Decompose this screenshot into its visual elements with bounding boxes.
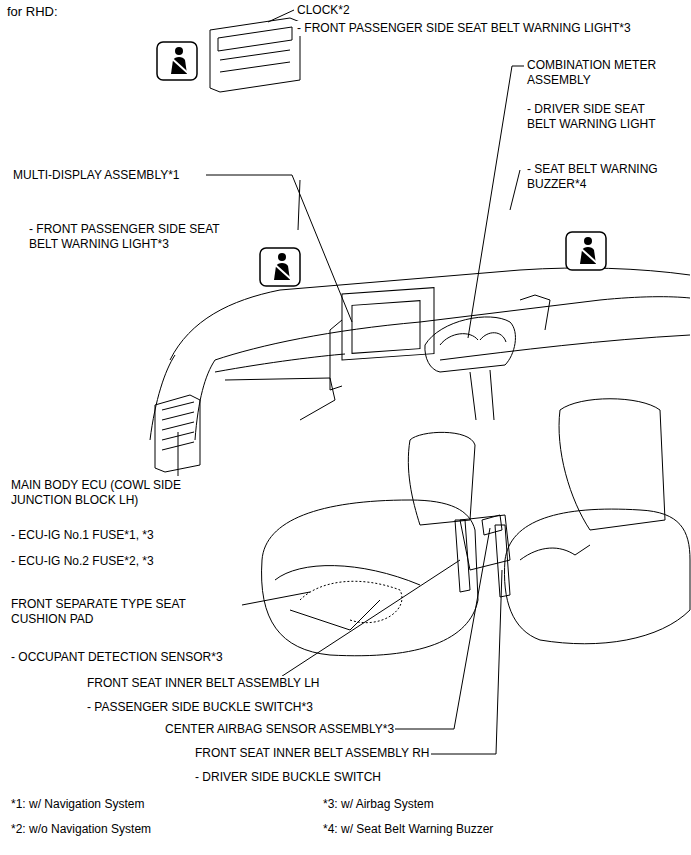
diagram-title: for RHD: <box>6 4 59 19</box>
part-name: COMBINATION METER ASSEMBLY <box>526 58 678 88</box>
sub-part-name: - DRIVER SIDE BUCKLE SWITCH <box>194 770 382 785</box>
footnote: *3: w/ Airbag System <box>322 797 435 812</box>
footnote: *2: w/o Navigation System <box>10 822 152 837</box>
footnote: *1: w/ Navigation System <box>10 797 145 812</box>
sub-part-name: - SEAT BELT WARNING BUZZER*4 <box>526 162 678 192</box>
part-name: FRONT SEAT INNER BELT ASSEMBLY RH <box>194 746 431 761</box>
sub-part-name: - FRONT PASSENGER SIDE SEAT BELT WARNING… <box>28 222 250 252</box>
part-name: FRONT SEPARATE TYPE SEAT CUSHION PAD <box>10 597 232 627</box>
part-name: FRONT SEAT INNER BELT ASSEMBLY LH <box>86 676 321 691</box>
part-name: CLOCK*2 <box>296 3 351 18</box>
interior-drawing <box>150 18 690 656</box>
leader-lines <box>178 10 524 754</box>
sub-part-name: - PASSENGER SIDE BUCKLE SWITCH*3 <box>86 700 314 715</box>
sub-part-name: - DRIVER SIDE SEAT BELT WARNING LIGHT <box>526 102 678 132</box>
footnote: *4: w/ Seat Belt Warning Buzzer <box>322 822 494 837</box>
sub-part-name: - FRONT PASSENGER SIDE SEAT BELT WARNING… <box>296 21 632 36</box>
part-name: CENTER AIRBAG SENSOR ASSEMBLY*3 <box>164 722 395 737</box>
sub-part-name: - ECU-IG No.2 FUSE*2, *3 <box>10 554 155 569</box>
part-name: MULTI-DISPLAY ASSEMBLY*1 <box>12 168 181 183</box>
sub-part-name: - ECU-IG No.1 FUSE*1, *3 <box>10 528 155 543</box>
part-name: MAIN BODY ECU (COWL SIDE JUNCTION BLOCK … <box>10 478 212 508</box>
sub-part-name: - OCCUPANT DETECTION SENSOR*3 <box>10 650 224 665</box>
